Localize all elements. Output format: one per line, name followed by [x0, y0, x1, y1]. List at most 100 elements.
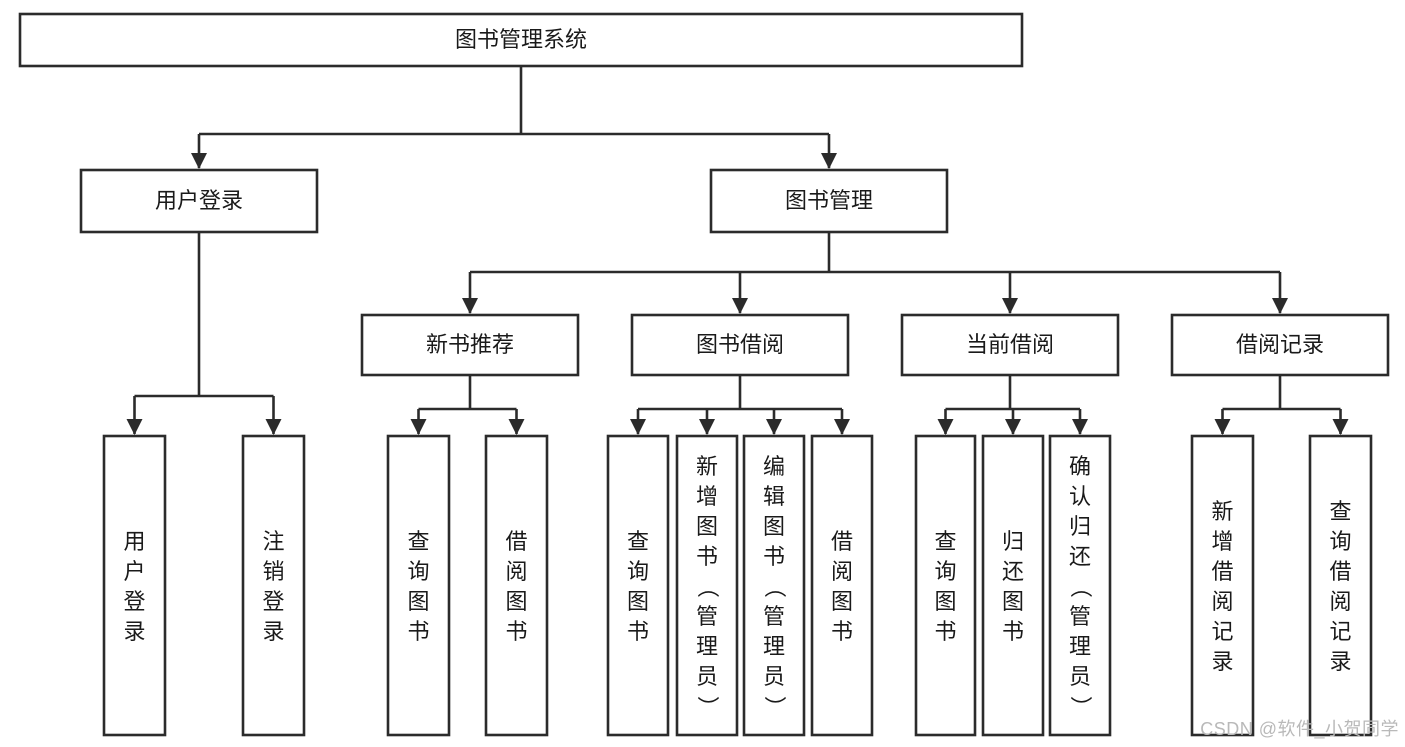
l3-借阅记录-to-leaves-arrow-0: [1214, 419, 1231, 435]
svg-text:记: 记: [1211, 619, 1233, 644]
node-box: [709, 168, 949, 234]
svg-text:图: 图: [696, 514, 718, 539]
node-label: 图书管理系统: [455, 27, 587, 52]
l3-图书借阅-to-leaves-arrow-0: [630, 419, 646, 435]
l3-当前借阅-to-leaves-arrow-0: [937, 419, 954, 435]
node-box: [914, 434, 977, 737]
node-box: [1048, 434, 1112, 737]
svg-text:新: 新: [696, 454, 718, 479]
node-label: 借阅记录: [1236, 332, 1324, 357]
svg-text:阅: 阅: [831, 559, 853, 584]
node-box: [1170, 313, 1390, 377]
svg-text:询: 询: [1329, 529, 1351, 554]
svg-text:辑: 辑: [763, 484, 785, 509]
node-l3-图书借阅[interactable]: 图书借阅: [630, 313, 850, 377]
node-label: 新书推荐: [426, 332, 514, 357]
svg-text:借: 借: [1329, 559, 1351, 584]
svg-text:（: （: [762, 576, 787, 598]
svg-text:询: 询: [934, 559, 956, 584]
l3-图书借阅-to-leaves-arrow-1: [699, 419, 715, 435]
node-l3-当前借阅[interactable]: 当前借阅: [900, 313, 1120, 377]
svg-text:户: 户: [123, 559, 145, 584]
svg-text:）: ）: [695, 696, 720, 718]
node-l3-新书推荐[interactable]: 新书推荐: [360, 313, 580, 377]
node-label: 用户登录: [155, 188, 243, 213]
l2-login-to-leaves-arrow-1: [265, 419, 282, 435]
svg-text:图: 图: [831, 589, 853, 614]
l2-login-to-leaves-arrow-0: [126, 419, 143, 435]
node-l2-图书管理[interactable]: 图书管理: [709, 168, 949, 234]
l3-新书推荐-to-leaves-arrow-1: [508, 419, 525, 435]
node-l3-借阅记录[interactable]: 借阅记录: [1170, 313, 1390, 377]
node-box: [241, 434, 306, 737]
node-box: [79, 168, 319, 234]
svg-text:借: 借: [831, 529, 853, 554]
node-root-图书管理系统[interactable]: 图书管理系统: [18, 12, 1024, 68]
svg-text:理: 理: [763, 634, 785, 659]
l3-当前借阅-to-leaves-arrow-1: [1005, 419, 1021, 435]
node-box: [742, 434, 806, 737]
node-box: [1308, 434, 1373, 737]
node-box: [810, 434, 874, 737]
svg-text:员: 员: [1069, 664, 1091, 689]
svg-text:书: 书: [831, 619, 853, 644]
svg-text:图: 图: [505, 589, 527, 614]
svg-text:员: 员: [763, 664, 785, 689]
node-box: [675, 434, 739, 737]
svg-text:查: 查: [407, 529, 429, 554]
svg-text:查: 查: [627, 529, 649, 554]
svg-text:书: 书: [1002, 619, 1024, 644]
svg-text:录: 录: [1329, 649, 1351, 674]
svg-text:理: 理: [696, 634, 718, 659]
svg-text:书: 书: [934, 619, 956, 644]
svg-text:书: 书: [763, 544, 785, 569]
node-layer: 图书管理系统用户登录图书管理新书推荐图书借阅当前借阅借阅记录用户登录注销登录查询…: [18, 12, 1390, 737]
svg-text:增: 增: [696, 484, 718, 509]
svg-text:编: 编: [763, 454, 785, 479]
svg-text:阅: 阅: [1211, 589, 1233, 614]
svg-text:归: 归: [1002, 529, 1024, 554]
svg-text:管: 管: [1069, 604, 1091, 629]
node-box: [360, 313, 580, 377]
svg-text:书: 书: [627, 619, 649, 644]
node-box: [900, 313, 1120, 377]
svg-text:新: 新: [1211, 499, 1233, 524]
l3-借阅记录-to-leaves-arrow-1: [1332, 419, 1349, 435]
svg-text:理: 理: [1069, 634, 1091, 659]
node-leaf-用户登录-0[interactable]: 用户登录: [102, 434, 167, 737]
root-to-l2-arrow-1: [821, 153, 837, 169]
svg-text:记: 记: [1329, 619, 1351, 644]
l3-当前借阅-to-leaves-arrow-2: [1072, 419, 1088, 435]
l3-图书借阅-to-leaves-arrow-2: [766, 419, 782, 435]
node-l2-用户登录[interactable]: 用户登录: [79, 168, 319, 234]
svg-text:询: 询: [627, 559, 649, 584]
connector-layer: [126, 66, 1349, 435]
node-box: [484, 434, 549, 737]
svg-text:确: 确: [1069, 454, 1091, 479]
svg-text:（: （: [1068, 576, 1093, 598]
svg-text:认: 认: [1069, 484, 1091, 509]
svg-text:查: 查: [1329, 499, 1351, 524]
svg-text:图: 图: [407, 589, 429, 614]
l2-books-to-l3-arrow-0: [462, 298, 478, 314]
l2-books-to-l3-arrow-1: [732, 298, 748, 314]
svg-text:图: 图: [1002, 589, 1024, 614]
